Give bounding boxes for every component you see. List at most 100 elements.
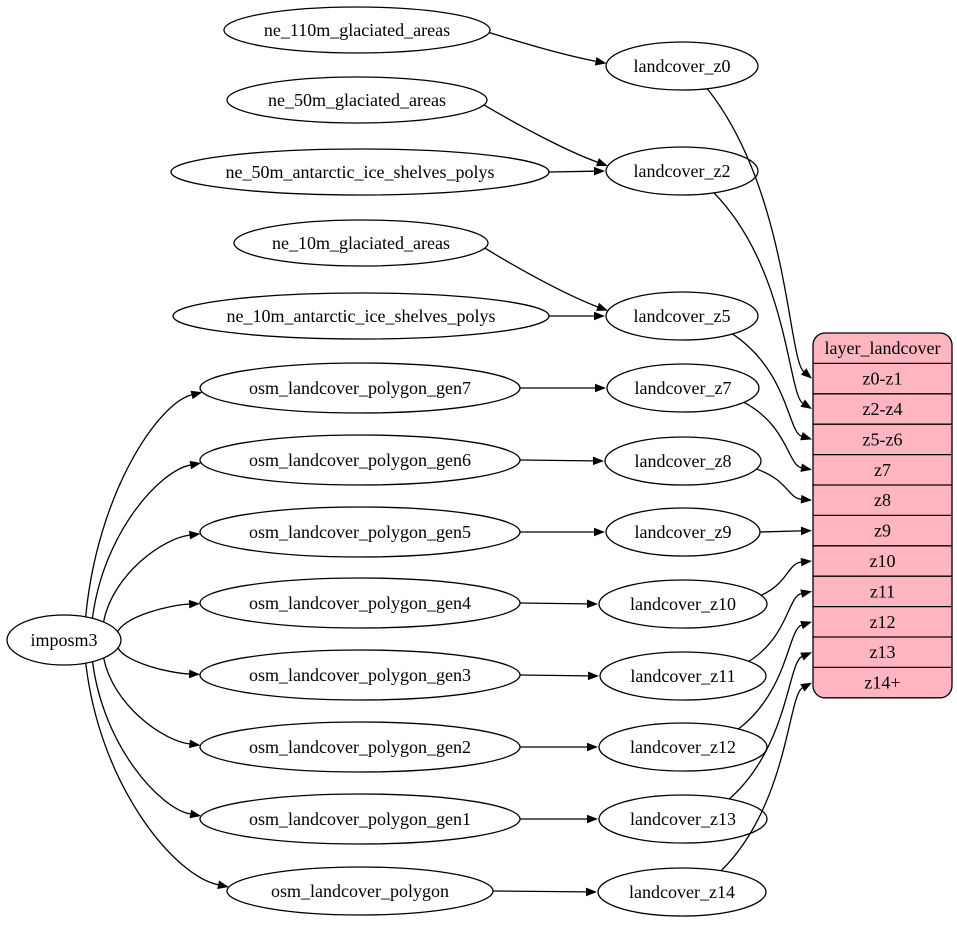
edge-landcover_z0-to-layer_landcover-z0-z1	[706, 88, 812, 379]
edge-ne_50m_glaciated_areas-to-landcover_z2	[483, 104, 608, 167]
edge-imposm3-to-osm_landcover_polygon_gen6-arrowhead	[189, 460, 202, 470]
node-landcover_z7: landcover_z7	[606, 363, 760, 413]
edge-osm_landcover_polygon_gen1-to-landcover_z13	[520, 814, 598, 824]
edge-ne_50m_antarctic_ice_shelves_polys-to-landcover_z2	[548, 166, 605, 176]
edge-landcover_z0-to-layer_landcover-z0-z1-line	[706, 88, 805, 372]
record-row-z14+: z14+	[864, 673, 900, 693]
node-landcover_z11-shape	[599, 651, 767, 701]
edge-imposm3-to-osm_landcover_polygon_gen6-line	[91, 464, 191, 619]
edge-osm_landcover_polygon_gen7-to-landcover_z7-arrowhead	[595, 383, 606, 393]
edge-imposm3-to-osm_landcover_polygon-line	[85, 663, 219, 886]
node-ne_50m_glaciated_areas-label: ne_50m_glaciated_areas	[268, 90, 446, 110]
nodes-layer: imposm3 ne_110m_glaciated_areas ne_50m_gla…	[6, 6, 768, 917]
edge-imposm3-to-osm_landcover_polygon_gen6	[91, 460, 202, 619]
node-landcover_z0: landcover_z0	[605, 41, 759, 91]
node-ne_50m_antarctic_ice_shelves_polys-label: ne_50m_antarctic_ice_shelves_polys	[226, 162, 495, 182]
record-row-z7: z7	[874, 460, 891, 480]
node-ne_110m_glaciated_areas: ne_110m_glaciated_areas	[223, 6, 491, 54]
node-osm_landcover_polygon_gen4: osm_landcover_polygon_gen4	[199, 577, 521, 629]
node-landcover_z2: landcover_z2	[605, 146, 759, 196]
node-ne_10m_glaciated_areas-label: ne_10m_glaciated_areas	[272, 233, 450, 253]
edge-landcover_z13-to-layer_landcover-z13-arrowhead	[800, 652, 812, 661]
node-ne_10m_antarctic_ice_shelves_polys: ne_10m_antarctic_ice_shelves_polys	[172, 292, 550, 340]
node-landcover_z14: landcover_z14	[597, 867, 767, 917]
edge-landcover_z9-to-layer_landcover-z9-arrowhead	[800, 526, 812, 536]
edge-ne_110m_glaciated_areas-to-landcover_z0-arrowhead	[594, 57, 607, 66]
edge-osm_landcover_polygon_gen6-to-landcover_z8	[519, 456, 604, 466]
node-osm_landcover_polygon_gen3: osm_landcover_polygon_gen3	[199, 649, 521, 701]
node-landcover_z5: landcover_z5	[605, 291, 759, 341]
edge-landcover_z14-to-layer_landcover-z14+-line	[720, 687, 803, 872]
edge-landcover_z10-to-layer_landcover-z10	[760, 557, 812, 596]
record-row-z8: z8	[874, 490, 891, 510]
edge-landcover_z9-to-layer_landcover-z9	[759, 526, 812, 536]
node-landcover_z8: landcover_z8	[604, 436, 762, 486]
edge-landcover_z9-to-layer_landcover-z9-line	[759, 530, 802, 533]
node-osm_landcover_polygon_gen7: osm_landcover_polygon_gen7	[199, 362, 521, 414]
edge-ne_110m_glaciated_areas-to-landcover_z0-line	[488, 31, 596, 62]
edge-landcover_z14-to-layer_landcover-z14+	[720, 682, 812, 872]
record-row-z5-z6: z5-z6	[863, 429, 903, 449]
node-landcover_z11-label: landcover_z11	[630, 666, 735, 686]
edge-imposm3-to-osm_landcover_polygon_gen1	[91, 661, 202, 819]
edge-landcover_z11-to-layer_landcover-z11-line	[748, 592, 802, 662]
edge-imposm3-to-osm_landcover_polygon_gen7	[85, 390, 203, 617]
edge-imposm3-to-osm_landcover_polygon_gen2	[103, 657, 201, 749]
edge-osm_landcover_polygon_gen3-to-landcover_z11	[519, 671, 599, 681]
node-ne_110m_glaciated_areas-shape	[223, 6, 491, 54]
node-osm_landcover_polygon_gen2-label: osm_landcover_polygon_gen2	[249, 737, 471, 757]
edge-osm_landcover_polygon_gen4-to-landcover_z10	[519, 599, 598, 609]
node-ne_50m_glaciated_areas: ne_50m_glaciated_areas	[226, 76, 488, 124]
edge-imposm3-to-osm_landcover_polygon-arrowhead	[217, 880, 229, 889]
node-landcover_z14-shape	[597, 867, 767, 917]
edge-landcover_z8-to-layer_landcover-z8-line	[756, 468, 802, 500]
node-imposm3: imposm3	[6, 614, 122, 666]
node-landcover_z12: landcover_z12	[598, 722, 768, 772]
node-osm_landcover_polygon_gen3-label: osm_landcover_polygon_gen3	[249, 665, 471, 685]
node-landcover_z2-label: landcover_z2	[634, 161, 731, 181]
edge-ne_10m_antarctic_ice_shelves_polys-to-landcover_z5	[549, 311, 605, 321]
record-row-z0-z1: z0-z1	[863, 369, 903, 389]
node-landcover_z11: landcover_z11	[599, 651, 767, 701]
node-landcover_z13-shape	[598, 794, 768, 844]
edge-imposm3-to-osm_landcover_polygon_gen7-line	[85, 394, 192, 617]
node-landcover_z10-label: landcover_z10	[630, 594, 736, 614]
node-ne_10m_antarctic_ice_shelves_polys-label: ne_10m_antarctic_ice_shelves_polys	[227, 306, 496, 326]
node-osm_landcover_polygon_gen5: osm_landcover_polygon_gen5	[199, 506, 521, 558]
node-imposm3-shape	[6, 614, 122, 666]
node-landcover_z12-label: landcover_z12	[630, 737, 736, 757]
edge-landcover_z12-to-layer_landcover-z12-arrowhead	[800, 620, 812, 630]
edge-landcover_z8-to-layer_landcover-z8-arrowhead	[800, 494, 812, 504]
record-row-z2-z4: z2-z4	[863, 399, 903, 419]
edge-imposm3-to-osm_landcover_polygon_gen4	[117, 599, 201, 632]
edge-landcover_z11-to-layer_landcover-z11	[748, 589, 812, 662]
edge-ne_50m_antarctic_ice_shelves_polys-to-landcover_z2-arrowhead	[593, 166, 605, 176]
node-osm_landcover_polygon_gen1: osm_landcover_polygon_gen1	[199, 793, 521, 845]
edge-ne_110m_glaciated_areas-to-landcover_z0	[488, 31, 607, 66]
node-osm_landcover_polygon_gen5-label: osm_landcover_polygon_gen5	[249, 522, 471, 542]
node-landcover_z8-label: landcover_z8	[635, 451, 732, 471]
edge-imposm3-to-osm_landcover_polygon_gen5-line	[102, 534, 190, 623]
edge-landcover_z7-to-layer_landcover-z7-line	[743, 401, 802, 469]
edge-osm_landcover_polygon_gen1-to-landcover_z13-arrowhead	[587, 814, 598, 824]
node-osm_landcover_polygon_gen4-label: osm_landcover_polygon_gen4	[249, 593, 471, 613]
edge-osm_landcover_polygon_gen3-to-landcover_z11-line	[519, 674, 589, 677]
node-landcover_z14-label: landcover_z14	[629, 882, 735, 902]
edge-imposm3-to-osm_landcover_polygon_gen5	[102, 530, 201, 623]
edge-imposm3-to-osm_landcover_polygon_gen5-arrowhead	[188, 530, 201, 540]
node-osm_landcover_polygon_gen6-label: osm_landcover_polygon_gen6	[249, 450, 471, 470]
edge-imposm3-to-osm_landcover_polygon	[85, 663, 229, 889]
edge-landcover_z11-to-layer_landcover-z11-arrowhead	[800, 589, 812, 598]
node-ne_50m_glaciated_areas-shape	[226, 76, 488, 124]
node-landcover_z7-label: landcover_z7	[635, 378, 732, 398]
node-landcover_z10-shape	[598, 579, 768, 629]
edge-imposm3-to-osm_landcover_polygon_gen1-arrowhead	[189, 809, 202, 819]
node-imposm3-label: imposm3	[30, 630, 97, 650]
edge-landcover_z2-to-layer_landcover-z2-z4	[713, 192, 812, 409]
edge-landcover_z2-to-layer_landcover-z2-z4-arrowhead	[800, 399, 812, 409]
edge-imposm3-to-osm_landcover_polygon_gen4-arrowhead	[188, 599, 201, 609]
edge-osm_landcover_polygon_gen2-to-landcover_z12-arrowhead	[587, 742, 598, 752]
edge-imposm3-to-osm_landcover_polygon_gen4-line	[117, 603, 190, 632]
